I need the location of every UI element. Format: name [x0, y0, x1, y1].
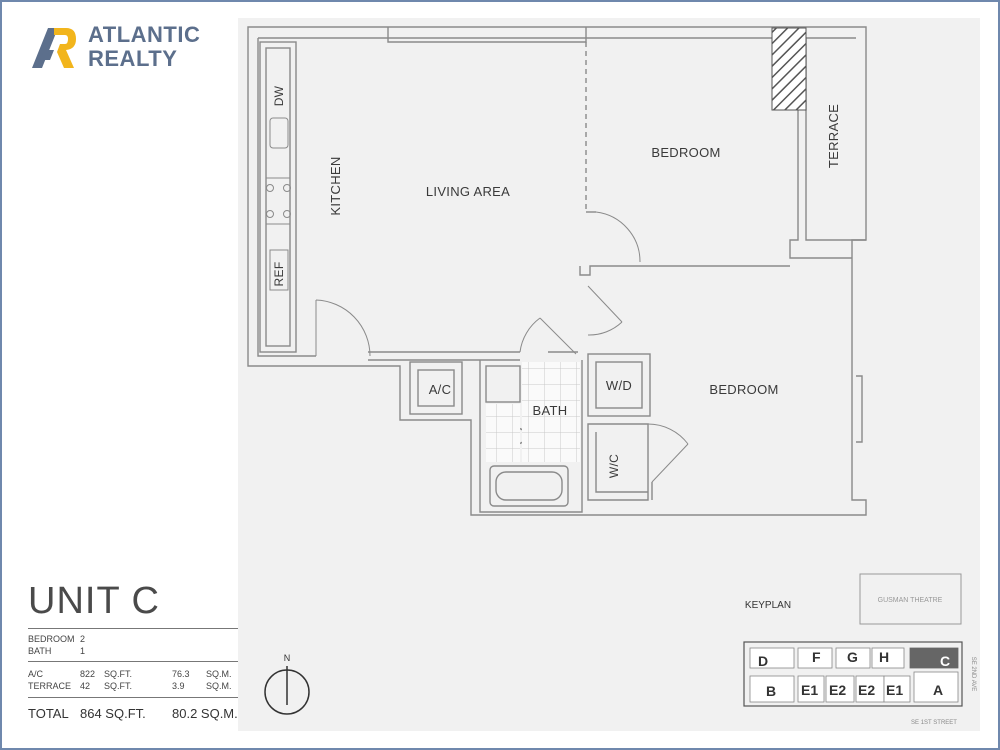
keyplan-cell-c-highlighted	[909, 647, 959, 669]
structural-column-hatch	[771, 27, 807, 111]
keyplan: KEYPLAN GUSMAN THEATRE D F G H C B E1 E2…	[743, 573, 976, 726]
room-label-wic: W/C	[607, 454, 621, 478]
keyplan-label-e2-left: E2	[829, 682, 846, 698]
spec-bath-value: 1	[80, 646, 86, 656]
spec-divider-2	[28, 697, 238, 698]
spec-terrace-label: TERRACE	[28, 681, 72, 691]
keyplan-cell-e2-left	[825, 675, 855, 703]
spec-bedroom-label: BEDROOM	[28, 634, 75, 644]
keyplan-theatre-label: GUSMAN THEATRE	[878, 597, 943, 604]
spec-ac-label: A/C	[28, 669, 44, 679]
bath-tile-floor-left	[486, 404, 520, 462]
room-label-living-area: LIVING AREA	[426, 184, 510, 199]
keyplan-cell-d	[749, 647, 795, 669]
bath-tile-floor	[522, 362, 580, 462]
atlantic-realty-logo-icon	[32, 28, 76, 68]
keyplan-cell-e1-left	[797, 675, 825, 703]
keyplan-label-g: G	[847, 649, 858, 665]
spec-bath-label: BATH	[28, 646, 52, 656]
compass-north-label: N	[284, 653, 291, 663]
keyplan-label-e2-right: E2	[858, 682, 875, 698]
keyplan-cell-h	[871, 647, 905, 669]
room-label-ac: A/C	[429, 382, 452, 397]
spec-ac-sqft: 822	[80, 669, 96, 679]
spec-ac-sqm-unit: SQ.M.	[206, 669, 232, 679]
spec-ac-sqm: 76.3	[172, 669, 190, 679]
room-label-terrace: TERRACE	[826, 104, 841, 168]
keyplan-street-right: SE 2ND AVE	[970, 657, 976, 692]
keyplan-label-b: B	[766, 683, 776, 699]
room-label-dw: DW	[272, 85, 286, 106]
north-compass: N	[264, 653, 310, 715]
spec-ac-sqft-unit: SQ.FT.	[104, 669, 133, 679]
spec-terrace-sqft-unit: SQ.FT.	[104, 681, 133, 691]
kitchen-appliances	[265, 117, 291, 291]
room-label-bedroom-2: BEDROOM	[709, 382, 778, 397]
total-label: TOTAL	[28, 706, 69, 721]
brand-name-line1: ATLANTIC	[88, 22, 201, 47]
total-sqft: 864 SQ.FT.	[80, 706, 146, 721]
keyplan-label-f: F	[812, 649, 821, 665]
keyplan-label-h: H	[879, 649, 889, 665]
keyplan-label-a: A	[933, 682, 943, 698]
keyplan-label-c: C	[940, 653, 950, 669]
keyplan-label: KEYPLAN	[745, 600, 791, 611]
brand-name-line2: REALTY	[88, 46, 178, 71]
total-sqm: 80.2 SQ.M.	[172, 706, 238, 721]
keyplan-cell-e1-right	[883, 675, 911, 703]
spec-terrace-sqm-unit: SQ.M.	[206, 681, 232, 691]
spec-terrace-sqm: 3.9	[172, 681, 185, 691]
room-label-bath: BATH	[533, 403, 568, 418]
keyplan-label-d: D	[758, 653, 768, 669]
unit-title-divider	[28, 628, 238, 629]
room-label-ref: REF	[272, 262, 286, 287]
spec-bedroom-value: 2	[80, 634, 86, 644]
floor-plan-background	[238, 18, 980, 731]
room-label-bedroom-1: BEDROOM	[651, 145, 720, 160]
keyplan-cell-b	[749, 675, 795, 703]
keyplan-label-e1-right: E1	[886, 682, 903, 698]
room-label-kitchen: KITCHEN	[328, 156, 343, 215]
walls	[247, 26, 867, 516]
unit-title: UNIT C	[28, 580, 160, 622]
spec-divider-1	[28, 661, 238, 662]
keyplan-label-e1-left: E1	[801, 682, 818, 698]
keyplan-cell-a	[913, 671, 959, 703]
keyplan-cell-e2-right	[855, 675, 885, 703]
keyplan-street-bottom: SE 1ST STREET	[911, 720, 957, 726]
room-label-wd: W/D	[606, 378, 632, 393]
keyplan-theatre-box	[859, 573, 962, 625]
spec-terrace-sqft: 42	[80, 681, 91, 691]
keyplan-cell-g	[835, 647, 871, 669]
door-swings	[315, 211, 689, 483]
brand-name: ATLANTIC REALTY	[88, 23, 200, 71]
brand-logo: ATLANTIC REALTY	[30, 22, 200, 72]
keyplan-cell-f	[797, 647, 833, 669]
keyplan-outline	[743, 641, 963, 707]
